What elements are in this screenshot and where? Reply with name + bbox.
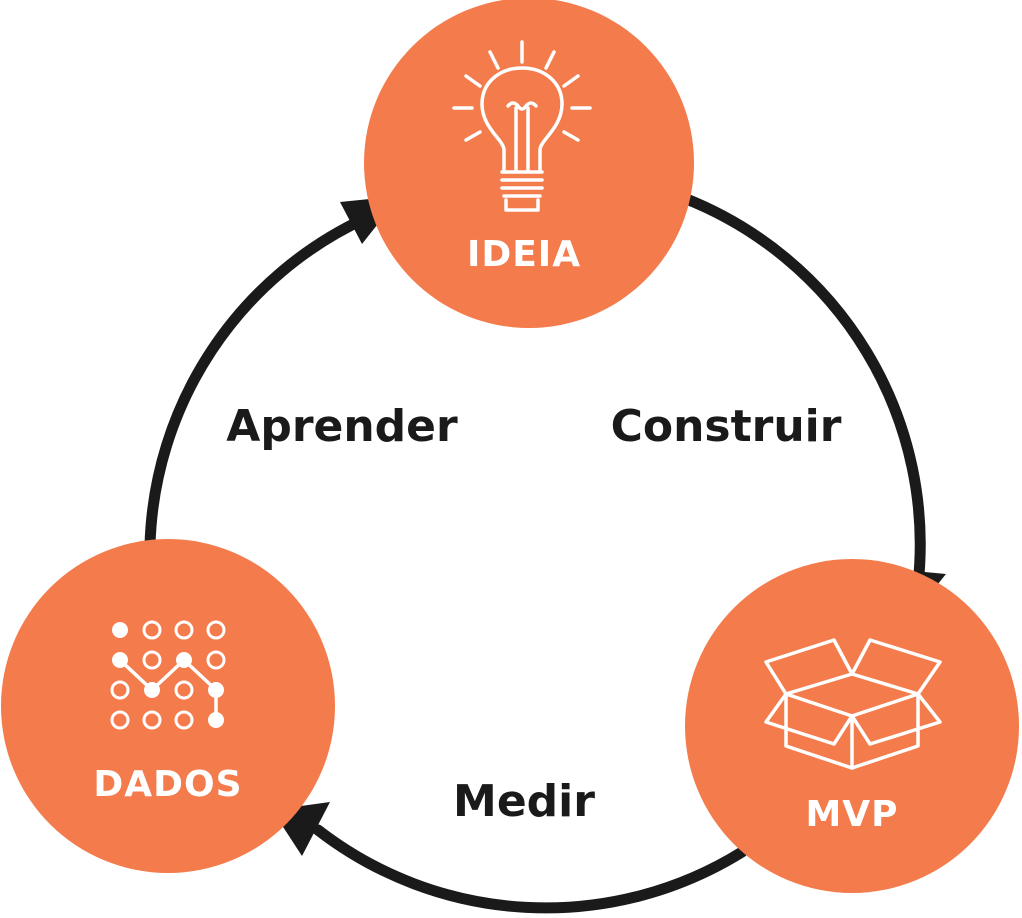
node-ideia: IDEIA xyxy=(364,0,694,328)
node-dados-label: DADOS xyxy=(93,764,242,805)
arrow-ideia-to-mvp xyxy=(678,192,926,591)
lightbulb-icon xyxy=(452,40,592,212)
node-mvp-label: MVP xyxy=(805,794,898,835)
edge-label-aprender: Aprender xyxy=(226,401,458,452)
dot-grid-icon xyxy=(110,620,226,730)
node-dados-circle xyxy=(1,539,335,873)
arrow-mvp-to-dados xyxy=(312,824,748,914)
arrow-dados-to-ideia xyxy=(144,212,372,551)
edge-label-medir: Medir xyxy=(453,776,595,827)
node-dados: DADOS xyxy=(1,539,335,873)
edge-label-construir: Construir xyxy=(611,401,842,452)
node-mvp: MVP xyxy=(685,559,1019,893)
node-ideia-label: IDEIA xyxy=(467,234,581,275)
box-icon xyxy=(764,638,942,770)
